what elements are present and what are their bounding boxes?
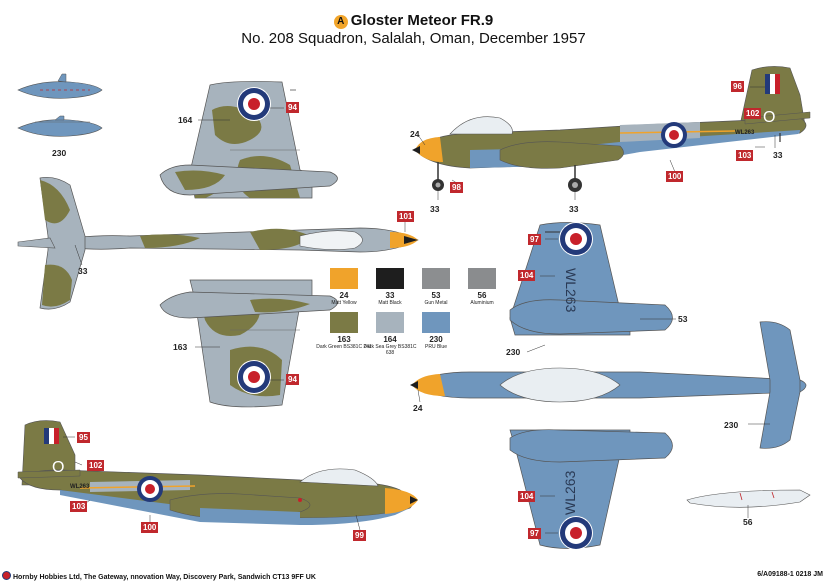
swatch-230-pru-blue (422, 312, 450, 333)
aircraft-title: Gloster Meteor FR.9 (350, 12, 494, 29)
decal-tag-99: 99 (353, 530, 366, 541)
plan-view-upper (17, 81, 419, 408)
callout-230-underside-right: 230 (724, 420, 739, 430)
swatch-name-56: Aluminium (470, 300, 494, 306)
serial-underside-top: WL263 (563, 268, 579, 313)
serial-left: WL263 (70, 484, 90, 490)
callout-24-underside: 24 (413, 403, 423, 413)
footer-address-text: Hornby Hobbies Ltd, The Gateway, nnovati… (13, 574, 316, 581)
decal-tag-102-left: 102 (87, 460, 105, 471)
callout-56-canopy: 56 (743, 517, 753, 527)
side-profile-left (17, 420, 418, 525)
swatch-code-24: 24 (339, 291, 349, 300)
swatch-name-164: Dark Sea Grey BS381C 638 (363, 344, 417, 356)
callout-33-main-gear: 33 (569, 204, 579, 214)
swatch-163-dark-green (330, 312, 358, 333)
page-subtitle: No. 208 Squadron, Salalah, Oman, Decembe… (241, 30, 586, 47)
swatch-code-163: 163 (337, 335, 351, 344)
decal-tag-104-bottom: 104 (518, 491, 536, 502)
callout-33-nose-gear: 33 (430, 204, 440, 214)
decal-tag-97-top: 97 (528, 234, 541, 245)
footer-address: Hornby Hobbies Ltd, The Gateway, nnovati… (2, 571, 316, 581)
swatch-name-24: Matt Yellow (331, 300, 357, 306)
swatch-code-53: 53 (431, 291, 441, 300)
callout-24-side: 24 (410, 129, 420, 139)
swatch-56-aluminium (468, 268, 496, 289)
decal-tag-103-side: 103 (736, 150, 754, 161)
footer-code: 6/A09188-1 0218 JM (757, 571, 823, 578)
tail-letter-left: O (52, 459, 64, 476)
swatch-24-matt-yellow (330, 268, 358, 289)
callout-33-tail-tip: 33 (773, 150, 783, 160)
decal-tag-100-side: 100 (666, 171, 684, 182)
scheme-ident-badge: A (333, 15, 348, 29)
decal-tag-96: 96 (731, 81, 744, 92)
swatch-164-dark-sea-grey (376, 312, 404, 333)
swatch-code-33: 33 (385, 291, 395, 300)
paint-key (330, 268, 496, 333)
swatch-code-230: 230 (429, 335, 443, 344)
serial-side: WL263 (735, 130, 755, 136)
side-profile-right (412, 66, 811, 192)
callout-230-tanks: 230 (52, 148, 67, 158)
serial-underside-bottom: WL263 (562, 470, 578, 515)
decal-tag-103-left: 103 (70, 501, 88, 512)
drop-tank-view-top (17, 73, 103, 99)
union-flag-icon (2, 571, 11, 580)
swatch-code-164: 164 (383, 335, 397, 344)
swatch-name-33: Matt Black (378, 300, 402, 306)
decal-tag-100-left: 100 (141, 522, 159, 533)
callout-230-underside-left: 230 (506, 347, 521, 357)
swatch-code-56: 56 (477, 291, 487, 300)
callout-33-tail: 33 (78, 266, 88, 276)
decal-tag-94-top: 94 (286, 102, 299, 113)
canopy-detail-view (686, 489, 811, 508)
swatch-name-230: PRU Blue (425, 344, 447, 350)
decal-tag-98: 98 (450, 182, 463, 193)
decal-tag-95: 95 (77, 432, 90, 443)
plan-view-underside (410, 222, 807, 550)
tail-letter-side: O (763, 109, 775, 126)
decal-tag-102-side: 102 (744, 108, 762, 119)
decal-tag-101: 101 (397, 211, 415, 222)
swatch-name-53: Gun Metal (424, 300, 448, 306)
decal-tag-104-top: 104 (518, 270, 536, 281)
callout-163-wing: 163 (173, 342, 188, 352)
swatch-53-gun-metal (422, 268, 450, 289)
drop-tank-view-bottom (17, 115, 103, 137)
swatch-33-matt-black (376, 268, 404, 289)
decal-tag-94-bottom: 94 (286, 374, 299, 385)
decal-tag-97-bottom: 97 (528, 528, 541, 539)
callout-164-top: 164 (178, 115, 193, 125)
callout-53-underside: 53 (678, 314, 688, 324)
swatch-name-163: Dark Green BS381C 241 (316, 344, 372, 350)
